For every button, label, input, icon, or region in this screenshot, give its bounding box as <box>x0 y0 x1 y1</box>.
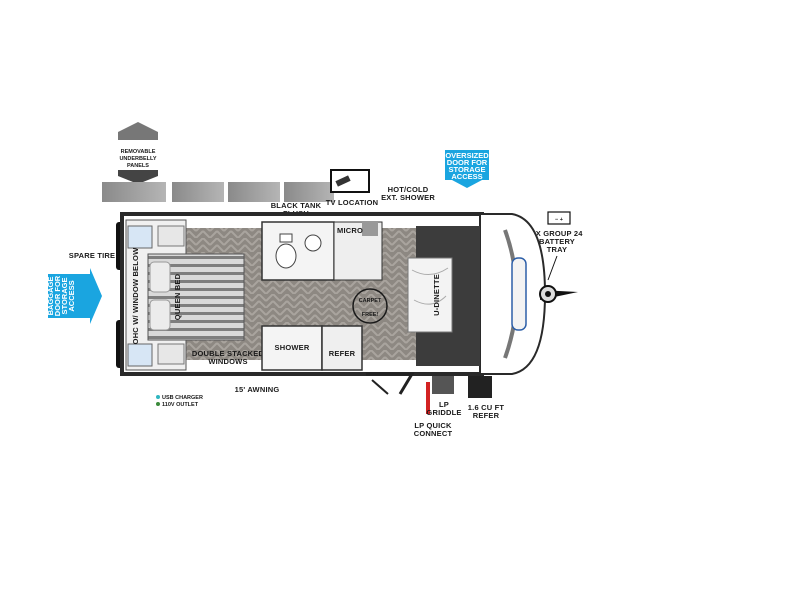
carpet-free-label-2: FREE! <box>362 312 379 318</box>
panel-1 <box>102 182 166 202</box>
legend-110: 110V OUTLET <box>162 402 199 408</box>
oversized-door-label-1: OVERSIZED <box>445 151 489 160</box>
wardrobe-2 <box>157 343 185 365</box>
tv-location-label: TV LOCATION <box>326 198 378 207</box>
underbelly-down-arrow-icon <box>118 170 158 184</box>
hitch-icon <box>539 285 578 303</box>
u-dinette <box>407 226 480 366</box>
lp-quick-label-1: LP QUICK <box>414 421 452 430</box>
battery-label-1: 2X GROUP 24 <box>531 229 583 238</box>
kitchen-counter <box>333 221 383 281</box>
legend: USB CHARGER 110V OUTLET <box>156 395 203 408</box>
panel-4 <box>284 182 334 202</box>
sink-icon <box>304 234 322 252</box>
pillow-icon <box>149 261 171 293</box>
ohc-window-label: OHC W/ WINDOW BELOW <box>131 247 140 344</box>
lp-connect-icon <box>426 382 430 414</box>
underbelly-label-1: REMOVABLE <box>121 149 156 155</box>
underbelly-label-3: PANELS <box>127 163 149 169</box>
underbelly-panels <box>102 182 334 202</box>
baggage-label-4: ACCESS <box>67 280 76 311</box>
window-icon-2 <box>127 343 153 367</box>
wardrobe <box>157 225 185 247</box>
battery-icon <box>547 211 571 225</box>
legend-usb: USB CHARGER <box>162 395 203 401</box>
micro-label: MICRO <box>337 226 363 235</box>
baggage-label-1: BAGGAGE <box>46 277 55 316</box>
ext-shower-label-1: HOT/COLD <box>388 185 429 194</box>
refer <box>321 325 363 371</box>
battery-label-2: BATTERY <box>539 237 575 246</box>
baggage-label-3: STORAGE <box>60 278 69 315</box>
oversized-door-label-3: STORAGE <box>449 165 486 174</box>
battery-callout: − + 2X GROUP 24 BATTERY TRAY <box>531 211 583 281</box>
oversized-door-callout: OVERSIZED DOOR FOR STORAGE ACCESS <box>445 150 489 188</box>
micro-box <box>362 222 378 236</box>
baggage-door-arrow-icon <box>48 268 102 324</box>
refer-ext-label-2: REFER <box>473 411 500 420</box>
queen-bed-label: QUEEN BED <box>173 273 182 320</box>
baggage-door-callout: BAGGAGE DOOR FOR STORAGE ACCESS <box>46 268 102 324</box>
carpet-free-label-1: CARPET <box>359 298 382 304</box>
shower-label: SHOWER <box>275 343 310 352</box>
outlet-dot-icon <box>156 402 160 406</box>
window-icon <box>127 225 153 249</box>
bathroom <box>261 221 354 281</box>
u-dinette-label: U-DINETTE <box>432 274 441 316</box>
panel-3 <box>228 182 280 202</box>
front-logo <box>511 257 527 331</box>
oversized-door-arrow-icon <box>452 180 482 188</box>
spare-tire-label: SPARE TIRE <box>69 251 115 260</box>
lp-quick-label-2: CONNECT <box>414 429 453 438</box>
pillow-icon-2 <box>149 299 171 331</box>
oversized-door-box <box>445 150 489 180</box>
entry-door <box>366 372 415 395</box>
awning-label: 15' AWNING <box>235 385 280 394</box>
toilet-icon <box>275 243 297 269</box>
underbelly-callout: REMOVABLE UNDERBELLY PANELS <box>118 122 158 184</box>
underbelly-up-arrow-icon <box>118 122 158 140</box>
lp-griddle-icon <box>426 376 492 414</box>
refer-label: REFER <box>329 349 356 358</box>
shower <box>261 325 323 371</box>
battery-leader-line <box>547 255 558 281</box>
lp-griddle-label-1: LP <box>439 400 449 409</box>
oversized-door-label-4: ACCESS <box>451 172 482 181</box>
panel-2 <box>172 182 224 202</box>
black-tank-label-1: BLACK TANK <box>271 201 322 210</box>
baggage-label-2: DOOR FOR <box>53 275 62 316</box>
battery-symbols: − + <box>555 217 563 223</box>
front-cap <box>479 213 547 375</box>
carpet-free-stamp: CARPET FREE! <box>352 288 388 324</box>
oversized-door-label-2: DOOR FOR <box>447 158 488 167</box>
double-windows-label-2: WINDOWS <box>208 357 247 366</box>
tv-icon <box>330 169 370 193</box>
refer-ext-label-1: 1.6 CU FT <box>468 403 505 412</box>
underbelly-label-2: UNDERBELLY <box>119 156 156 162</box>
lp-griddle-label-2: GRIDDLE <box>426 408 461 417</box>
double-windows-label-1: DOUBLE STACKED <box>192 349 265 358</box>
ext-refer-icon <box>468 376 492 398</box>
usb-dot-icon <box>156 395 160 399</box>
battery-label-3: TRAY <box>547 245 568 254</box>
ext-shower-label-2: EXT. SHOWER <box>381 193 435 202</box>
bedroom <box>125 219 245 371</box>
